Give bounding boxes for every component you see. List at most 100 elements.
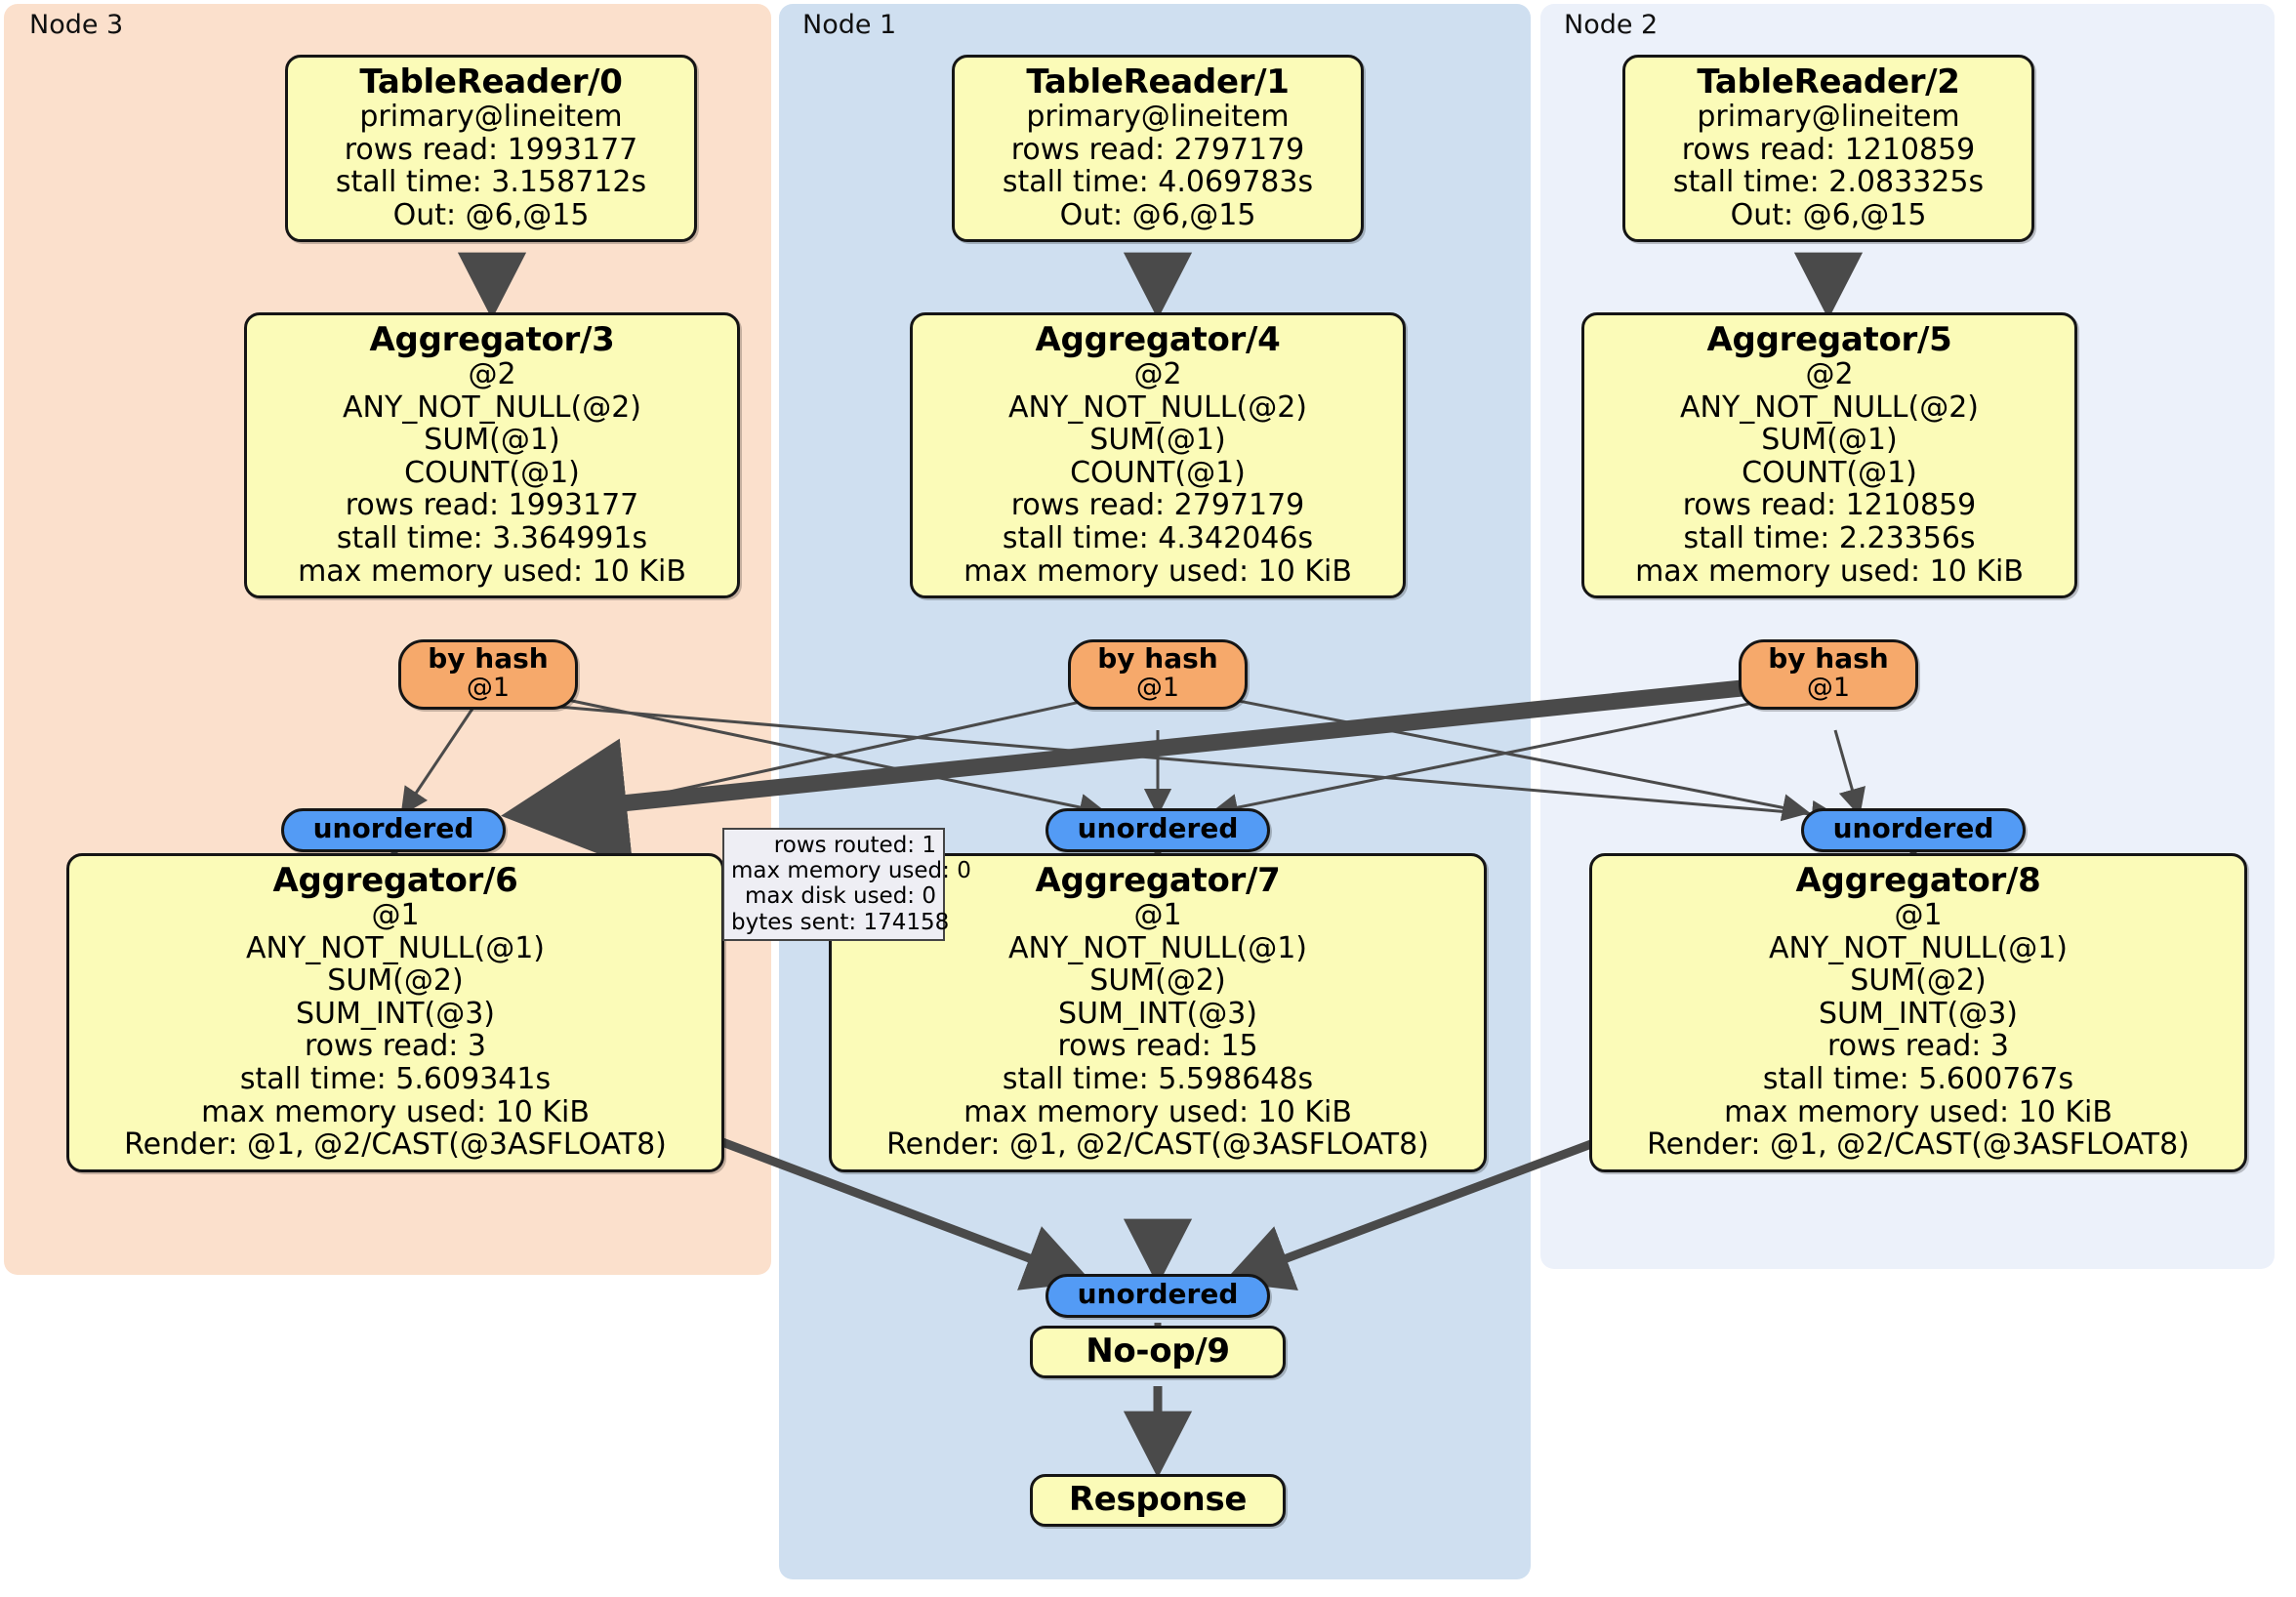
processor-aggregator-5[interactable]: Aggregator/5 @2 ANY_NOT_NULL(@2) SUM(@1)… xyxy=(1581,312,2077,599)
processor-line: primary@lineitem xyxy=(1026,100,1290,135)
processor-line: rows read: 2797179 xyxy=(1010,488,1305,523)
processor-tablereader-1[interactable]: TableReader/1 primary@lineitem rows read… xyxy=(952,55,1364,243)
processor-line: SUM_INT(@3) xyxy=(1819,996,2018,1031)
processor-line: @1 xyxy=(371,898,420,933)
cluster-label-node-2: Node 2 xyxy=(1564,10,1659,40)
processor-line: stall time: 5.600767s xyxy=(1762,1062,2074,1097)
processor-line: ANY_NOT_NULL(@1) xyxy=(1008,930,1307,965)
processor-line: rows read: 1210859 xyxy=(1681,132,1976,167)
synchronizer-label: unordered xyxy=(1077,812,1239,844)
processor-line: @1 xyxy=(1894,898,1943,933)
processor-line: COUNT(@1) xyxy=(1070,455,1246,490)
processor-line: ANY_NOT_NULL(@2) xyxy=(1008,389,1307,425)
processor-line: Out: @6,@15 xyxy=(392,197,590,232)
processor-line: SUM(@2) xyxy=(1089,963,1226,999)
processor-tablereader-2[interactable]: TableReader/2 primary@lineitem rows read… xyxy=(1622,55,2034,243)
processor-line: stall time: 3.364991s xyxy=(336,521,648,556)
processor-line: Render: @1, @2/CAST(@3ASFLOAT8) xyxy=(1647,1127,2190,1163)
processor-line: max memory used: 10 KiB xyxy=(298,553,686,589)
processor-line: @2 xyxy=(1805,357,1854,392)
processor-line: stall time: 5.609341s xyxy=(239,1062,552,1097)
router-label: by hash xyxy=(1097,642,1218,675)
cluster-label-node-1: Node 1 xyxy=(802,10,897,40)
processor-line: stall time: 4.342046s xyxy=(1002,521,1314,556)
processor-title: Aggregator/8 xyxy=(1795,861,2041,900)
processor-title: Aggregator/4 xyxy=(1035,320,1281,359)
processor-line: Render: @1, @2/CAST(@3ASFLOAT8) xyxy=(124,1127,667,1163)
router-column: @1 xyxy=(1806,673,1851,704)
processor-line: @1 xyxy=(1133,898,1182,933)
processor-line: rows read: 2797179 xyxy=(1010,132,1305,167)
processor-response[interactable]: Response xyxy=(1030,1474,1286,1528)
processor-line: stall time: 5.598648s xyxy=(1002,1062,1314,1097)
processor-title: TableReader/2 xyxy=(1697,62,1960,102)
processor-line: rows read: 3 xyxy=(304,1029,487,1064)
processor-line: rows read: 15 xyxy=(1057,1029,1258,1064)
processor-line: ANY_NOT_NULL(@2) xyxy=(343,389,641,425)
processor-line: @2 xyxy=(1133,357,1182,392)
processor-line: max memory used: 10 KiB xyxy=(1635,553,2024,589)
processor-line: SUM(@1) xyxy=(1089,423,1226,458)
processor-line: SUM_INT(@3) xyxy=(1058,996,1257,1031)
processor-line: stall time: 4.069783s xyxy=(1002,165,1314,200)
processor-tablereader-0[interactable]: TableReader/0 primary@lineitem rows read… xyxy=(285,55,697,243)
processor-line: Out: @6,@15 xyxy=(1730,197,1927,232)
processor-aggregator-8[interactable]: Aggregator/8 @1 ANY_NOT_NULL(@1) SUM(@2)… xyxy=(1589,853,2247,1172)
cluster-label-node-3: Node 3 xyxy=(29,10,124,40)
processor-aggregator-3[interactable]: Aggregator/3 @2 ANY_NOT_NULL(@2) SUM(@1)… xyxy=(244,312,740,599)
processor-line: rows read: 1993177 xyxy=(345,488,639,523)
processor-line: @2 xyxy=(468,357,516,392)
stats-line: bytes sent: 174158 xyxy=(731,909,950,935)
processor-line: primary@lineitem xyxy=(1697,100,1960,135)
processor-aggregator-6[interactable]: Aggregator/6 @1 ANY_NOT_NULL(@1) SUM(@2)… xyxy=(66,853,724,1172)
processor-line: max memory used: 10 KiB xyxy=(964,1094,1352,1129)
processor-line: SUM(@1) xyxy=(1761,423,1898,458)
processor-line: stall time: 3.158712s xyxy=(335,165,647,200)
processor-line: ANY_NOT_NULL(@1) xyxy=(246,930,545,965)
router-label: by hash xyxy=(428,642,549,675)
processor-line: rows read: 1210859 xyxy=(1682,488,1977,523)
router-stats-box: rows routed: 1 max memory used: 0 max di… xyxy=(722,828,971,941)
router-by-hash-4[interactable]: by hash @1 xyxy=(1068,639,1248,711)
processor-line: max memory used: 10 KiB xyxy=(964,553,1352,589)
router-label: by hash xyxy=(1768,642,1889,675)
synchronizer-label: unordered xyxy=(312,812,474,844)
processor-title: TableReader/0 xyxy=(359,62,623,102)
processor-title: Response xyxy=(1068,1480,1248,1519)
synchronizer-unordered-6[interactable]: unordered xyxy=(281,808,506,852)
processor-title: Aggregator/7 xyxy=(1035,861,1281,900)
processor-aggregator-4[interactable]: Aggregator/4 @2 ANY_NOT_NULL(@2) SUM(@1)… xyxy=(910,312,1406,599)
processor-line: SUM(@2) xyxy=(327,963,464,999)
processor-title: No-op/9 xyxy=(1086,1331,1230,1371)
processor-line: COUNT(@1) xyxy=(404,455,580,490)
stats-line: max memory used: 0 xyxy=(731,858,971,884)
synchronizer-unordered-7[interactable]: unordered xyxy=(1046,808,1270,852)
router-column: @1 xyxy=(1135,673,1180,704)
router-by-hash-3[interactable]: by hash @1 xyxy=(398,639,578,711)
processor-line: primary@lineitem xyxy=(359,100,623,135)
synchronizer-label: unordered xyxy=(1077,1278,1239,1310)
processor-line: Render: @1, @2/CAST(@3ASFLOAT8) xyxy=(886,1127,1429,1163)
synchronizer-unordered-9[interactable]: unordered xyxy=(1046,1274,1270,1318)
stats-line: rows routed: 1 xyxy=(773,833,936,858)
processor-title: Aggregator/6 xyxy=(272,861,518,900)
processor-title: Aggregator/5 xyxy=(1706,320,1952,359)
stats-line: max disk used: 0 xyxy=(744,883,936,910)
synchronizer-unordered-8[interactable]: unordered xyxy=(1801,808,2026,852)
processor-no-op-9[interactable]: No-op/9 xyxy=(1030,1326,1286,1379)
processor-title: TableReader/1 xyxy=(1026,62,1290,102)
processor-line: COUNT(@1) xyxy=(1742,455,1917,490)
processor-line: stall time: 2.23356s xyxy=(1683,521,1976,556)
processor-line: rows read: 3 xyxy=(1826,1029,2010,1064)
processor-line: SUM_INT(@3) xyxy=(296,996,495,1031)
processor-line: SUM(@1) xyxy=(424,423,560,458)
processor-line: Out: @6,@15 xyxy=(1059,197,1256,232)
processor-line: rows read: 1993177 xyxy=(344,132,638,167)
processor-line: ANY_NOT_NULL(@2) xyxy=(1680,389,1979,425)
processor-line: ANY_NOT_NULL(@1) xyxy=(1769,930,2068,965)
router-column: @1 xyxy=(466,673,511,704)
router-by-hash-5[interactable]: by hash @1 xyxy=(1739,639,1918,711)
synchronizer-label: unordered xyxy=(1832,812,1994,844)
processor-title: Aggregator/3 xyxy=(369,320,615,359)
